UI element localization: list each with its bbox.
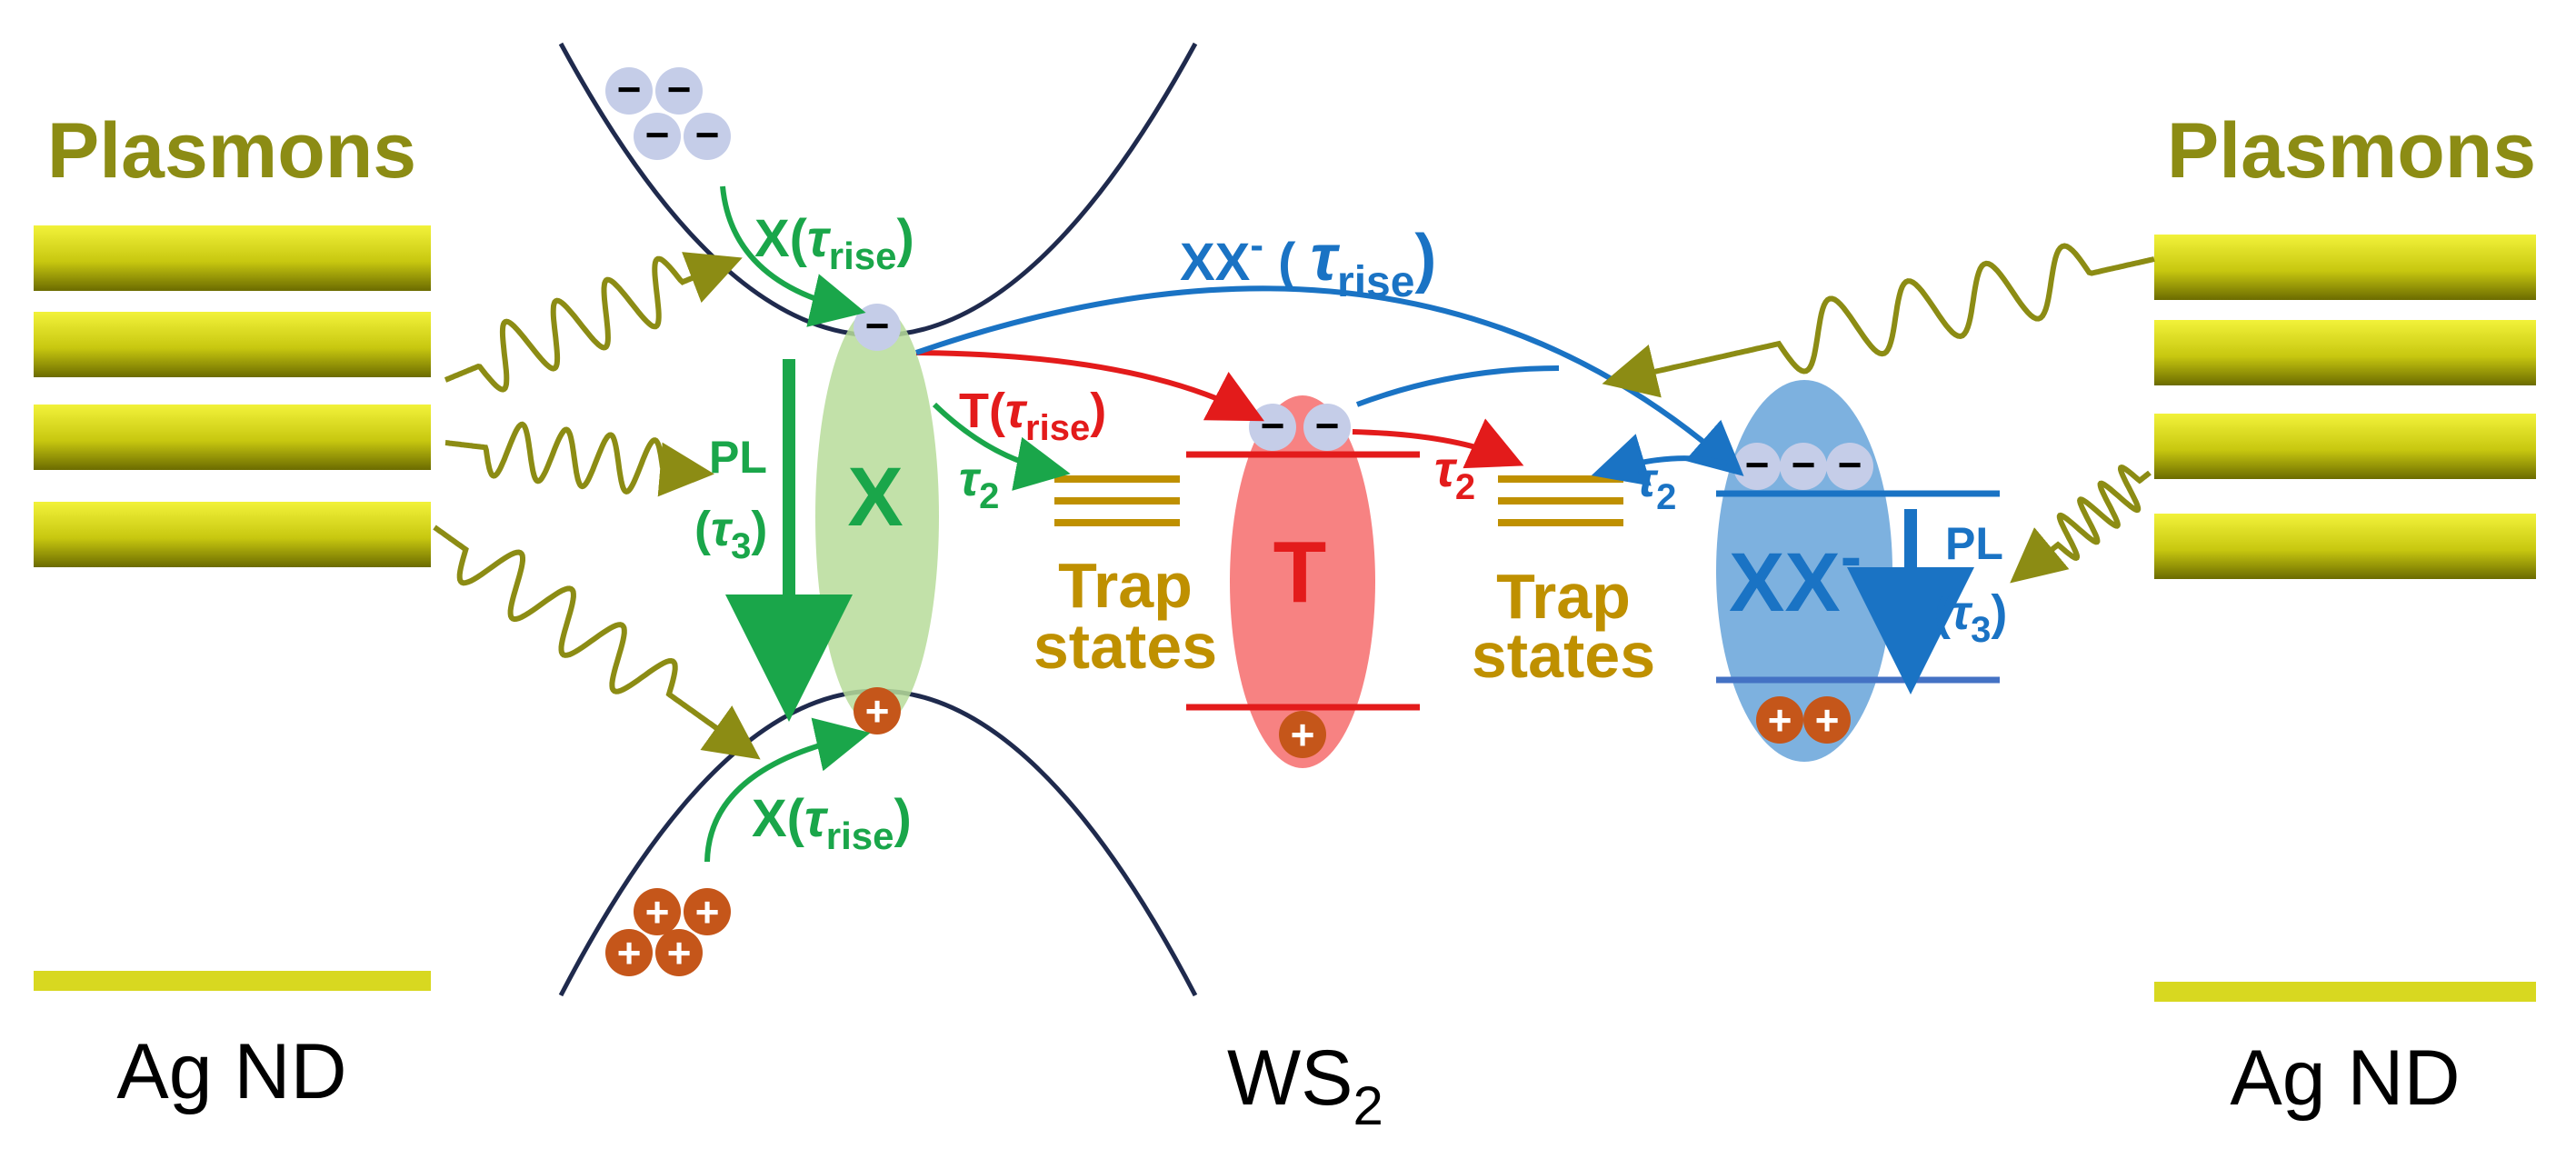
green-processes: X(τrise) PL (τ3) X(τrise) τ2 xyxy=(694,185,1071,863)
trap-states-1-line2: states xyxy=(1033,611,1217,682)
plasmon-wave-arrow xyxy=(444,252,743,393)
plasmon-level-bar xyxy=(34,225,431,291)
plasmon-level-bar xyxy=(2154,414,2536,479)
electron xyxy=(634,113,681,160)
ws2-bands: WS2 xyxy=(558,42,1383,1136)
plasmon-level-bar xyxy=(2154,514,2536,579)
electron-sign: − xyxy=(1838,441,1862,488)
tau2-blue-arrow xyxy=(1591,434,1728,486)
ag-nd-right-label: Ag ND xyxy=(2230,1034,2460,1122)
electron-sign: − xyxy=(617,65,642,113)
hole xyxy=(1803,696,1851,744)
plasmon-level-bar xyxy=(34,312,431,377)
tau2-green-label: τ2 xyxy=(959,452,999,516)
hole-sign: + xyxy=(1291,711,1315,758)
electron xyxy=(655,67,703,115)
plasmon-level-bar xyxy=(34,405,431,470)
trap-states-1: Trap states xyxy=(1033,475,1217,682)
hole xyxy=(1279,711,1326,758)
xx-rise-label: XX- ( τrise) xyxy=(1180,222,1436,306)
ws2-label: WS2 xyxy=(1227,1034,1383,1136)
tau2-green-arrow xyxy=(932,402,1071,491)
pl-right-label: PL xyxy=(1945,518,2003,569)
hole xyxy=(1756,696,1803,744)
plasmon-transfer-waves xyxy=(433,243,2155,760)
trion-label: T xyxy=(1273,524,1327,621)
pl-left-label: PL xyxy=(709,432,767,483)
electron-cluster-top: − − − − xyxy=(605,65,731,160)
electron xyxy=(1780,443,1827,490)
hole-sign: + xyxy=(667,929,692,976)
fermi-level-bar xyxy=(34,971,431,991)
electron xyxy=(605,67,653,115)
electron xyxy=(1733,443,1781,490)
trap-states-1-line1: Trap xyxy=(1058,550,1193,621)
hole-sign: + xyxy=(617,929,642,976)
x-rise-bottom-arrow xyxy=(704,717,871,863)
exciton-label: X xyxy=(847,451,903,544)
plasmon-wave-arrow xyxy=(444,421,714,497)
trion-ellipse xyxy=(1230,395,1375,768)
hole-sign: + xyxy=(645,888,670,935)
plasmon-wave-arrow xyxy=(2010,464,2152,584)
hole-trion: + xyxy=(1279,711,1326,758)
electrons-biexciton: − − − xyxy=(1733,441,1873,490)
pl-right-tau: (τ3) xyxy=(1934,585,2007,650)
hole-sign: + xyxy=(1815,696,1840,744)
xx-rise-merge xyxy=(1355,365,1560,407)
electron-sign: − xyxy=(667,65,692,113)
electron-sign: − xyxy=(1315,402,1340,449)
trap-states-2-line2: states xyxy=(1472,620,1655,691)
red-processes: T(τrise) τ2 xyxy=(915,350,1524,507)
electron xyxy=(1303,404,1351,451)
x-rise-top-arrow xyxy=(720,185,866,327)
tau2-blue-label: τ2 xyxy=(1636,453,1676,517)
hole xyxy=(605,929,653,976)
hole-sign: + xyxy=(695,888,720,935)
right-ag-nd: Plasmons Ag ND xyxy=(2154,107,2536,1122)
electron-sign: − xyxy=(1261,402,1285,449)
electron-sign: − xyxy=(1792,441,1816,488)
plasmon-wave-arrow xyxy=(433,525,761,760)
fermi-level-bar xyxy=(2154,982,2536,1002)
electron-exciton: − xyxy=(854,302,901,351)
plasmon-wave-arrow xyxy=(1602,243,2155,398)
holes-biexciton: + + xyxy=(1756,696,1851,744)
ag-nd-left-label: Ag ND xyxy=(116,1028,346,1115)
hole xyxy=(634,888,681,935)
t-rise-label: T(τrise) xyxy=(959,384,1106,448)
hole-sign: + xyxy=(865,687,890,734)
tau2-red-arrow xyxy=(1352,418,1524,469)
tau2-red-label: τ2 xyxy=(1434,440,1475,507)
electron-sign: − xyxy=(695,111,720,158)
biexciton-xx: XX- xyxy=(1716,380,2000,762)
plasmon-level-bar xyxy=(2154,235,2536,300)
plasmons-right-label: Plasmons xyxy=(2167,107,2536,195)
exciton-x: X xyxy=(815,305,939,727)
electron xyxy=(684,113,731,160)
left-ag-nd: Plasmons Ag ND xyxy=(34,107,431,1115)
hole-cluster-bottom: + + + + xyxy=(605,888,731,976)
electron-sign: − xyxy=(865,302,890,349)
plasmon-level-bar xyxy=(2154,320,2536,385)
plasmon-level-bar xyxy=(34,502,431,567)
plasmons-left-label: Plasmons xyxy=(47,107,416,195)
t-rise-arrow xyxy=(915,350,1264,422)
trion-t: T xyxy=(1186,395,1420,768)
hole xyxy=(684,888,731,935)
trap-states-2-line1: Trap xyxy=(1496,561,1631,632)
electron-sign: − xyxy=(1745,441,1770,488)
x-rise-top-label: X(τrise) xyxy=(754,209,914,277)
hole xyxy=(655,929,703,976)
electron-sign: − xyxy=(645,111,670,158)
trap-states-2: Trap states xyxy=(1472,475,1655,691)
hole-exciton: + xyxy=(854,687,901,734)
hole-sign: + xyxy=(1768,696,1792,744)
x-rise-bottom-label: X(τrise) xyxy=(752,789,912,857)
pl-left-tau: (τ3) xyxy=(694,502,767,566)
electron xyxy=(1826,443,1873,490)
